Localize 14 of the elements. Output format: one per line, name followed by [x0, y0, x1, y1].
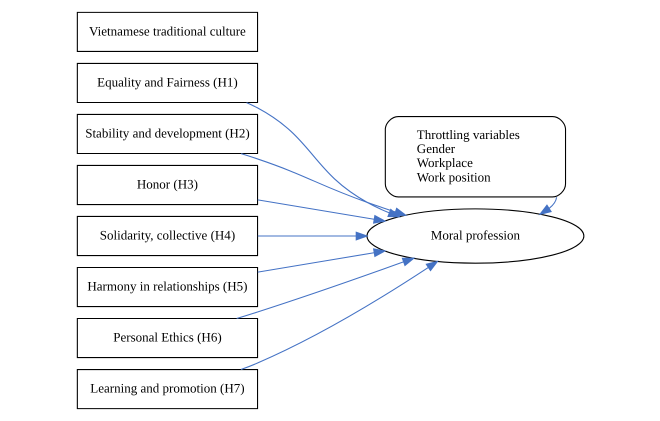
node-box: Vietnamese traditional culture	[76, 12, 258, 52]
node-box: Solidarity, collective (H4)	[76, 216, 258, 256]
arrow	[240, 260, 438, 370]
node-box: Honor (H3)	[76, 164, 258, 206]
node-box: Equality and Fairness (H1)	[76, 62, 258, 104]
node-box: Stability and development (H2)	[76, 114, 258, 154]
node-box: Throttling variables Gender Workplace Work position	[384, 116, 566, 198]
arrow	[257, 231, 368, 241]
node-box: Personal Ethics (H6)	[76, 318, 258, 358]
arrow	[257, 248, 386, 273]
node-box: Harmony in relationships (H5)	[76, 266, 258, 308]
arrow	[257, 199, 386, 224]
node-box: Learning and promotion (H7)	[76, 369, 258, 410]
arrow	[538, 197, 557, 216]
